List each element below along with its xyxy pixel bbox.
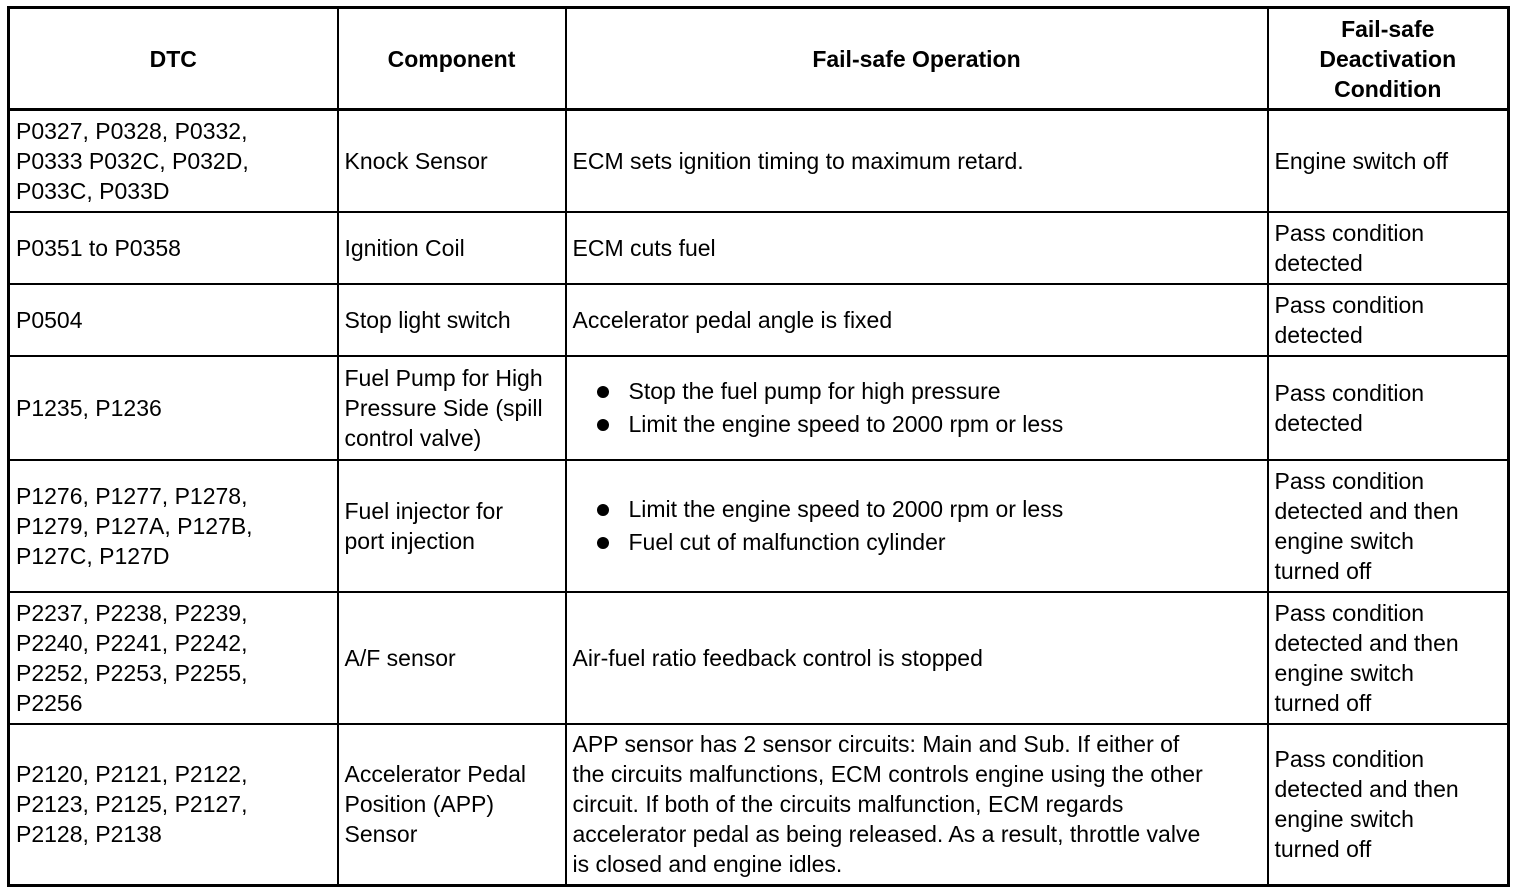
table-row: P0327, P0328, P0332, P0333 P032C, P032D,… bbox=[7, 108, 1510, 213]
bullet-item: Fuel cut of malfunction cylinder bbox=[593, 526, 1261, 559]
operation-cell: ECM cuts fuel bbox=[564, 210, 1269, 285]
deactivation-cell: Pass condition detected bbox=[1266, 210, 1510, 285]
table-row: P0351 to P0358 Ignition Coil ECM cuts fu… bbox=[7, 210, 1510, 285]
header-dtc: DTC bbox=[7, 6, 339, 111]
bullet-icon bbox=[596, 503, 609, 516]
bullet-item: Limit the engine speed to 2000 rpm or le… bbox=[593, 493, 1261, 526]
deactivation-cell: Pass condition detected bbox=[1266, 354, 1510, 461]
header-failsafe-operation: Fail-safe Operation bbox=[564, 6, 1269, 111]
bullet-icon bbox=[596, 385, 609, 398]
dtc-cell: P1276, P1277, P1278, P1279, P127A, P127B… bbox=[7, 458, 339, 593]
dtc-cell: P2120, P2121, P2122, P2123, P2125, P2127… bbox=[7, 722, 339, 887]
header-deactivation-condition: Fail-safe Deactivation Condition bbox=[1266, 6, 1510, 111]
component-cell: Fuel Pump for High Pressure Side (spill … bbox=[336, 354, 567, 461]
deactivation-cell: Pass condition detected bbox=[1266, 282, 1510, 357]
deactivation-cell: Pass condition detected and then engine … bbox=[1266, 722, 1510, 887]
operation-cell: Air-fuel ratio feedback control is stopp… bbox=[564, 590, 1269, 725]
header-component: Component bbox=[336, 6, 567, 111]
table-row: P2237, P2238, P2239, P2240, P2241, P2242… bbox=[7, 590, 1510, 725]
operation-bullet-list: Limit the engine speed to 2000 rpm or le… bbox=[573, 493, 1261, 559]
bullet-item: Stop the fuel pump for high pressure bbox=[593, 375, 1261, 408]
table-row: P1235, P1236 Fuel Pump for High Pressure… bbox=[7, 354, 1510, 461]
component-cell: Fuel injector for port injection bbox=[336, 458, 567, 593]
dtc-cell: P0351 to P0358 bbox=[7, 210, 339, 285]
operation-cell: APP sensor has 2 sensor circuits: Main a… bbox=[564, 722, 1269, 887]
table-row: P0504 Stop light switch Accelerator peda… bbox=[7, 282, 1510, 357]
operation-cell: ECM sets ignition timing to maximum reta… bbox=[564, 108, 1269, 213]
component-cell: Stop light switch bbox=[336, 282, 567, 357]
deactivation-cell: Engine switch off bbox=[1266, 108, 1510, 213]
operation-cell: Accelerator pedal angle is fixed bbox=[564, 282, 1269, 357]
component-cell: Ignition Coil bbox=[336, 210, 567, 285]
operation-cell: Limit the engine speed to 2000 rpm or le… bbox=[564, 458, 1269, 593]
failsafe-table: DTC Component Fail-safe Operation Fail-s… bbox=[7, 6, 1510, 887]
dtc-cell: P1235, P1236 bbox=[7, 354, 339, 461]
bullet-item: Limit the engine speed to 2000 rpm or le… bbox=[593, 408, 1261, 441]
dtc-cell: P0327, P0328, P0332, P0333 P032C, P032D,… bbox=[7, 108, 339, 213]
component-cell: A/F sensor bbox=[336, 590, 567, 725]
bullet-icon bbox=[596, 418, 609, 431]
table-row: P2120, P2121, P2122, P2123, P2125, P2127… bbox=[7, 722, 1510, 887]
table-row: P1276, P1277, P1278, P1279, P127A, P127B… bbox=[7, 458, 1510, 593]
dtc-cell: P2237, P2238, P2239, P2240, P2241, P2242… bbox=[7, 590, 339, 725]
deactivation-cell: Pass condition detected and then engine … bbox=[1266, 590, 1510, 725]
header-row: DTC Component Fail-safe Operation Fail-s… bbox=[7, 6, 1510, 111]
operation-bullet-list: Stop the fuel pump for high pressure Lim… bbox=[573, 375, 1261, 441]
deactivation-cell: Pass condition detected and then engine … bbox=[1266, 458, 1510, 593]
component-cell: Accelerator Pedal Position (APP) Sensor bbox=[336, 722, 567, 887]
bullet-icon bbox=[596, 536, 609, 549]
operation-cell: Stop the fuel pump for high pressure Lim… bbox=[564, 354, 1269, 461]
component-cell: Knock Sensor bbox=[336, 108, 567, 213]
dtc-cell: P0504 bbox=[7, 282, 339, 357]
